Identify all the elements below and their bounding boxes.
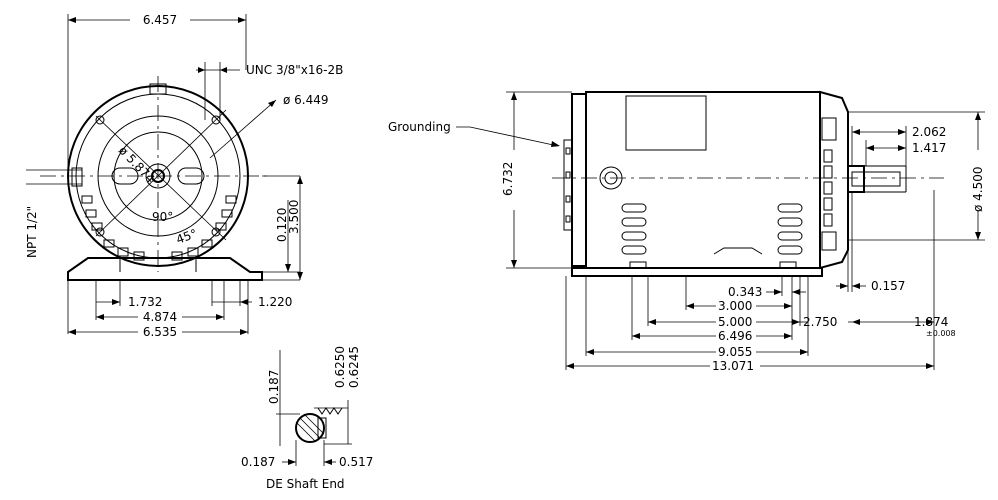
conduit-box	[625, 95, 707, 151]
shaft-shoulder-dim: 0.157	[871, 279, 905, 293]
overall-height-dim: 6.732	[501, 162, 515, 196]
shaft	[847, 165, 865, 193]
motor-frame	[585, 91, 821, 269]
front-feet	[67, 257, 263, 281]
foot-span-c-dim: 6.496	[718, 329, 752, 343]
shaft-dia-dim: ø 4.500	[971, 166, 985, 212]
grounding-label: Grounding	[388, 120, 451, 134]
foot-hole-right-dim: 1.220	[258, 295, 292, 309]
key-length-dim: 1.417	[912, 141, 946, 155]
shaft-height-dim: 3.500	[287, 200, 301, 234]
frame-length-dim: 9.055	[718, 345, 752, 359]
angle-90-label: 90°	[152, 210, 173, 224]
foot-span-a-dim: 3.000	[718, 299, 752, 313]
overall-length-dim: 13.071	[712, 359, 754, 373]
shaft-end-caption: DE Shaft End	[266, 477, 345, 491]
shaft-dia-min: 0.6245	[347, 346, 361, 388]
foot-span-b-dim: 5.000	[718, 315, 752, 329]
side-feet	[571, 267, 823, 277]
shaft-end-circle	[295, 413, 325, 443]
shaft-end-detail: 0.187 0.6250 0.6245 0.187 0.517 DE Shaft…	[241, 346, 373, 491]
foot-hole-left-dim: 1.732	[128, 295, 162, 309]
foot-offset-dim: 0.120	[275, 208, 289, 242]
shaft-ext-dim: 2.750	[803, 315, 837, 329]
key-depth-dim: 0.517	[339, 455, 373, 469]
vent-slots-right	[777, 203, 803, 255]
foot-hole-spacing-dim: 4.874	[143, 310, 177, 324]
tolerance-label: ±0.008	[926, 329, 956, 338]
key-width-dim: 0.187	[241, 455, 275, 469]
unc-thread-label: UNC 3/8"x16-2B	[246, 63, 343, 77]
foot-slot-dim: 0.343	[728, 285, 762, 299]
angle-45-label: 45°	[174, 226, 199, 246]
bolt-circle-dia: ø 6.449	[283, 93, 329, 107]
shaft-dia-max: 0.6250	[333, 346, 347, 388]
front-view: 6.457 UNC 3/8"x16-2B ø 6.449	[25, 13, 343, 339]
overall-width-bottom-dim: 6.535	[143, 325, 177, 339]
side-view: Grounding 6.732	[388, 90, 985, 373]
vent-slots-left	[621, 203, 647, 255]
npt-label: NPT 1/2"	[25, 206, 39, 258]
key-height-dim: 0.187	[267, 370, 281, 404]
overall-width-top-dim: 6.457	[143, 13, 177, 27]
shaft-ext-total-dim: 1.874	[914, 315, 948, 329]
shaft-length-dim: 2.062	[912, 125, 946, 139]
